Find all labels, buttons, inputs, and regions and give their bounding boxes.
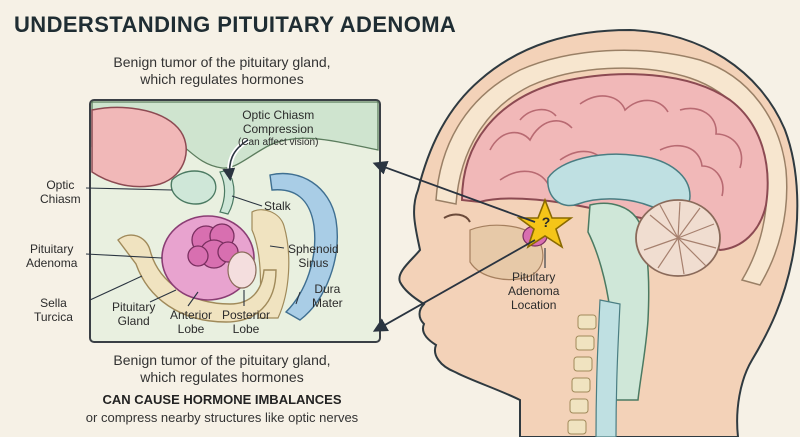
label-line: Posterior xyxy=(222,308,271,322)
label-dura-mater: Dura Mater xyxy=(312,282,343,310)
arrow-to-inset-top xyxy=(372,160,536,223)
spinal-column xyxy=(567,299,621,437)
subtitle-line-2: which regulates hormones xyxy=(140,71,304,87)
label-stalk: Stalk xyxy=(264,199,291,213)
footer-caption-line-2: which regulates hormones xyxy=(140,369,304,385)
adenoma-mass xyxy=(187,223,239,269)
label-line: Lobe xyxy=(232,322,260,336)
page-title: UNDERSTANDING PITUITARY ADENOMA xyxy=(14,12,457,37)
leader-lines xyxy=(85,187,301,307)
label-optic-chiasm-compression: Optic Chiasm Compression (Can affect vis… xyxy=(238,108,318,150)
footer-caption-line-1: Benign tumor of the pituitary gland, xyxy=(113,352,331,368)
label-sphenoid-sinus: Sphenoid Sinus xyxy=(288,242,339,270)
head-cross-section xyxy=(398,28,799,437)
label-sella-turcica: Sella Turcica xyxy=(34,296,73,324)
label-line: Location xyxy=(511,298,557,312)
cerebellum xyxy=(635,199,721,277)
label-note: (Can affect vision) xyxy=(238,137,319,148)
label-line: Gland xyxy=(117,314,150,328)
eye-line xyxy=(443,213,471,223)
label-line: Sella xyxy=(40,296,67,310)
label-optic-chiasm: Optic Chiasm xyxy=(40,178,81,206)
label-line: Optic Chiasm xyxy=(242,108,315,122)
compression-arrow xyxy=(222,139,249,182)
skull xyxy=(435,49,788,286)
label-line: Adenoma xyxy=(508,284,560,298)
label-pituitary-gland: Pituitary Gland xyxy=(112,300,155,328)
label-line: Anterior xyxy=(170,308,213,322)
label-line: Compression xyxy=(242,122,314,136)
subtitle: Benign tumor of the pituitary gland, whi… xyxy=(72,54,372,88)
label-line: Adenoma xyxy=(26,256,78,270)
footer-detail: or compress nearby structures like optic… xyxy=(85,410,359,425)
label-line: Dura xyxy=(314,282,341,296)
label-line: Chiasm xyxy=(40,192,81,206)
label-line: Sinus xyxy=(298,256,329,270)
label-line: Pituitary xyxy=(112,300,156,314)
footer-warning: CAN CAUSE HORMONE IMBALANCES xyxy=(102,392,342,407)
label-posterior-lobe: Posterior Lobe xyxy=(222,308,270,336)
label-anterior-lobe: Anterior Lobe xyxy=(170,308,212,336)
label-line: Optic xyxy=(46,178,75,192)
question-mark-icon: ? xyxy=(541,214,551,230)
zoom-inset xyxy=(85,99,381,343)
label-pituitary-adenoma: Pituitary Adenoma xyxy=(26,242,77,270)
label-line: Mater xyxy=(312,296,343,310)
label-line: Pituitary xyxy=(512,270,556,284)
label-line: Turcica xyxy=(34,310,73,324)
arrow-to-inset-bottom xyxy=(372,239,536,332)
label-line: Pituitary xyxy=(30,242,74,256)
label-line: Lobe xyxy=(177,322,205,336)
subtitle-line-1: Benign tumor of the pituitary gland, xyxy=(113,54,331,70)
label-line: Sphenoid xyxy=(288,242,339,256)
footer-caption: Benign tumor of the pituitary gland, whi… xyxy=(72,352,372,386)
label-adenoma-location: Pituitary Adenoma Location xyxy=(508,270,559,312)
